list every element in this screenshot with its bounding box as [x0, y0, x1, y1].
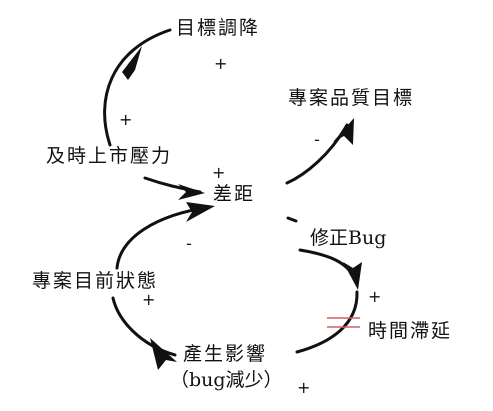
sign-pressure-to-goal: +	[119, 110, 133, 129]
sign-goal-to-quality: +	[214, 54, 228, 73]
arc-delay-to-effect	[295, 290, 359, 354]
arrowhead-to-quality	[333, 118, 354, 145]
sign-effect-bottom: +	[297, 378, 311, 397]
node-fix-bug: 修正Bug	[310, 227, 387, 249]
sign-state-left: +	[142, 290, 156, 309]
arrowhead-to-state	[150, 338, 177, 370]
sign-fix-arrow-head: +	[368, 287, 382, 306]
arrowhead-to-pressure	[122, 46, 142, 80]
node-current-project-state: 專案目前狀態	[32, 270, 159, 292]
node-produce-effect-note: （bug減少）	[170, 369, 283, 391]
arc-goal-to-pressure	[103, 28, 172, 147]
arrowhead-to-delay	[343, 262, 362, 290]
node-gap: 差距	[213, 183, 256, 205]
arrowhead-state-to-gap	[186, 202, 215, 222]
node-time-delay: 時間滯延	[368, 320, 453, 342]
sign-pressure-to-gap: +	[212, 163, 226, 182]
node-project-quality-goal: 專案品質目標	[288, 87, 415, 109]
sign-gap-to-quality: -	[314, 130, 320, 149]
arrowhead-pressure-to-gap	[178, 184, 205, 200]
sign-state-to-gap: -	[186, 234, 192, 253]
arc-gap-to-fix	[286, 216, 298, 223]
node-goal-lowered: 目標調降	[176, 17, 261, 39]
node-time-to-market-pressure: 及時上市壓力	[46, 145, 173, 167]
node-produce-effect: 產生影響	[183, 343, 268, 365]
delay-marks	[327, 317, 360, 328]
